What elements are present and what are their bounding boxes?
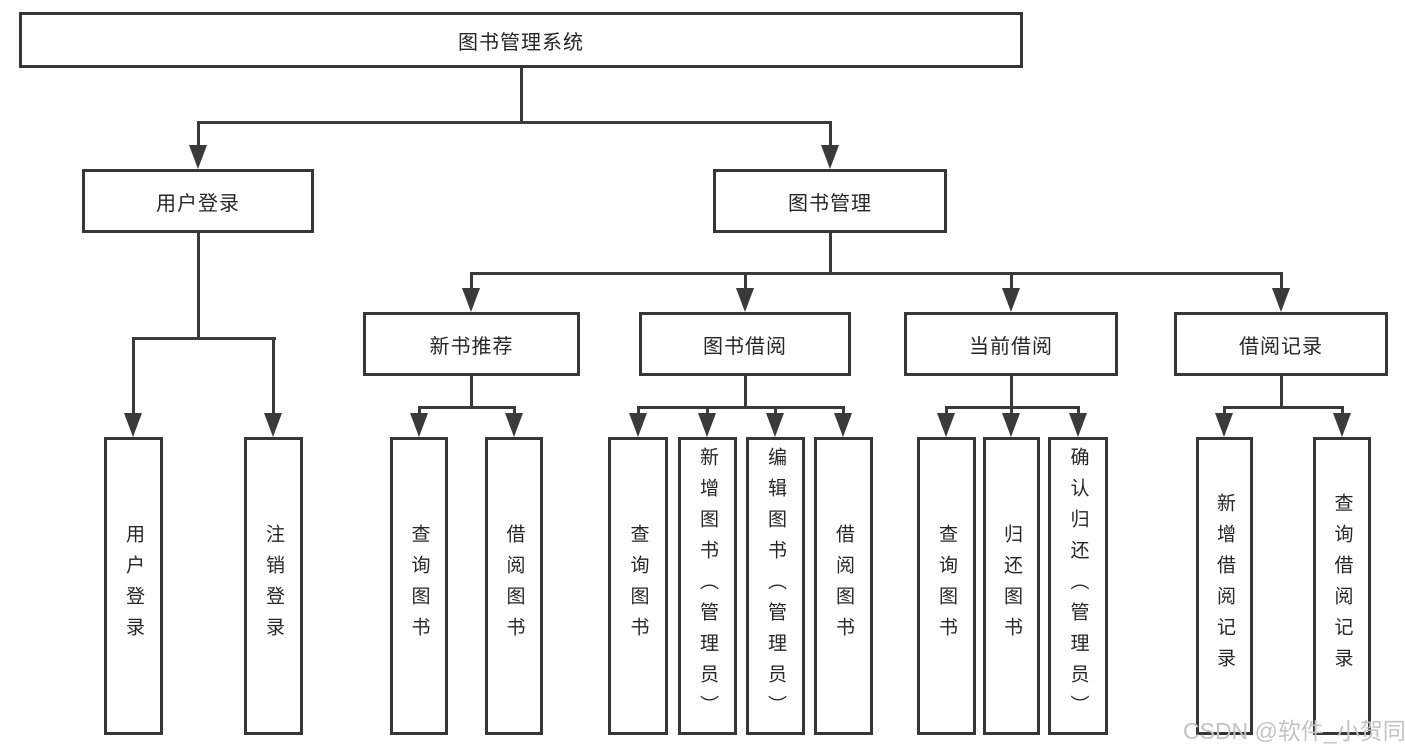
- arrowhead-down: [766, 413, 784, 437]
- arrowhead-down: [629, 413, 647, 437]
- connector-line: [197, 121, 200, 147]
- node-label: 编辑图书（管理员）: [765, 446, 786, 726]
- node-label: 图书管理系统: [458, 31, 584, 54]
- connector-line: [1223, 406, 1344, 409]
- node-borrowing-records: 借阅记录: [1174, 312, 1388, 376]
- node-label: 新增借阅记录: [1214, 493, 1235, 679]
- node-label: 图书借阅: [703, 335, 787, 358]
- leaf-recommend-borrow-books: 借阅图书: [485, 437, 543, 735]
- node-label: 借阅记录: [1239, 335, 1323, 358]
- node-book-borrowing: 图书借阅: [639, 312, 851, 376]
- node-label: 查询图书: [936, 524, 957, 648]
- leaf-borrowing-borrow-books: 借阅图书: [814, 437, 873, 735]
- node-user-login: 用户登录: [82, 169, 314, 233]
- connector-line: [197, 121, 831, 124]
- arrowhead-down: [264, 413, 282, 437]
- connector-line: [829, 121, 832, 147]
- arrowhead-down: [505, 413, 523, 437]
- connector-line: [470, 376, 473, 409]
- connector-line: [1010, 406, 1013, 415]
- node-label: 查询图书: [408, 524, 430, 648]
- connector-line: [197, 233, 200, 340]
- connector-line: [1280, 376, 1283, 409]
- connector-line: [272, 337, 275, 415]
- connector-line: [842, 406, 845, 415]
- connector-line: [774, 406, 777, 415]
- connector-line: [706, 406, 709, 415]
- leaf-recommend-query-books: 查询图书: [390, 437, 448, 735]
- connector-line: [132, 337, 276, 340]
- leaf-records-query-record: 查询借阅记录: [1313, 437, 1371, 735]
- node-label: 查询借阅记录: [1331, 493, 1353, 679]
- node-label: 用户登录: [123, 524, 144, 648]
- connector-line: [520, 68, 523, 121]
- arrowhead-down: [1069, 413, 1087, 437]
- leaf-records-add-record: 新增借阅记录: [1196, 437, 1253, 735]
- node-label: 借阅图书: [833, 524, 854, 648]
- node-label: 图书管理: [788, 192, 872, 215]
- connector-line: [132, 337, 135, 415]
- node-book-management: 图书管理: [713, 169, 947, 233]
- connector-line: [418, 406, 516, 409]
- node-label: 新增图书（管理员）: [697, 446, 718, 726]
- arrowhead-down: [410, 413, 428, 437]
- arrowhead-down: [834, 413, 852, 437]
- connector-line: [744, 376, 747, 409]
- arrowhead-down: [698, 413, 716, 437]
- arrowhead-down: [124, 413, 142, 437]
- leaf-current-confirm-return: 确认归还（管理员）: [1048, 437, 1108, 735]
- node-label: 查询图书: [627, 524, 649, 648]
- leaf-borrowing-edit-books: 编辑图书（管理员）: [746, 437, 805, 735]
- arrowhead-down: [1002, 413, 1020, 437]
- arrowhead-down: [189, 145, 207, 169]
- connector-line: [637, 406, 640, 415]
- connector-line: [1223, 406, 1226, 415]
- connector-line: [829, 233, 832, 275]
- leaf-current-query-books: 查询图书: [917, 437, 976, 735]
- leaf-logout: 注销登录: [244, 437, 303, 735]
- node-label: 确认归还（管理员）: [1067, 446, 1089, 726]
- node-current-borrowing: 当前借阅: [904, 312, 1118, 376]
- node-label: 当前借阅: [969, 335, 1053, 358]
- arrowhead-down: [1272, 288, 1290, 312]
- connector-line: [418, 406, 421, 415]
- leaf-borrowing-query-books: 查询图书: [608, 437, 668, 735]
- arrowhead-down: [1002, 288, 1020, 312]
- connector-line: [513, 406, 516, 415]
- node-library-system: 图书管理系统: [19, 12, 1023, 68]
- node-label: 借阅图书: [503, 524, 525, 648]
- connector-line: [1280, 272, 1283, 290]
- connector-line: [1077, 406, 1080, 415]
- watermark: CSDN @软件_小贺同学: [1183, 718, 1405, 744]
- arrowhead-down: [1215, 413, 1233, 437]
- connector-line: [1010, 272, 1013, 290]
- leaf-user-login: 用户登录: [104, 437, 163, 735]
- connector-line: [470, 272, 1282, 275]
- arrowhead-down: [462, 288, 480, 312]
- arrowhead-down: [736, 288, 754, 312]
- node-label: 注销登录: [263, 524, 284, 648]
- connector-line: [470, 272, 473, 290]
- leaf-current-return-books: 归还图书: [983, 437, 1040, 735]
- arrowhead-down: [937, 413, 955, 437]
- arrowhead-down: [1333, 413, 1351, 437]
- node-new-book-recommend: 新书推荐: [363, 312, 580, 376]
- connector-line: [945, 406, 948, 415]
- arrowhead-down: [821, 145, 839, 169]
- node-label: 新书推荐: [429, 335, 514, 358]
- connector-line: [1341, 406, 1344, 415]
- connector-line: [744, 272, 747, 290]
- connector-line: [1010, 376, 1013, 409]
- leaf-borrowing-add-books: 新增图书（管理员）: [678, 437, 737, 735]
- node-label: 用户登录: [156, 192, 240, 215]
- connector-line: [637, 406, 845, 409]
- node-label: 归还图书: [1001, 524, 1022, 648]
